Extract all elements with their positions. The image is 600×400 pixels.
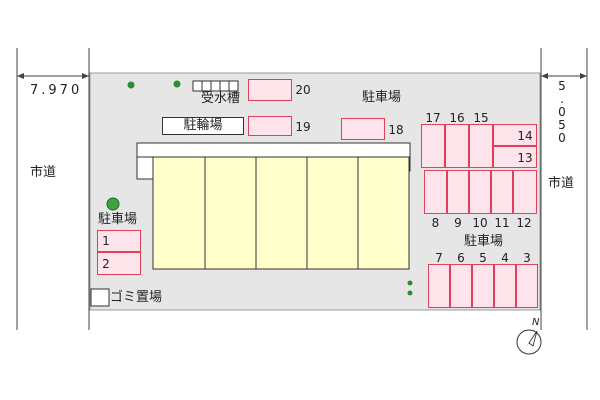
parking-space-11 <box>491 170 513 214</box>
parking-number-14: 14 <box>517 129 533 143</box>
west-parking-label: 駐車場 <box>98 212 138 227</box>
parking-space-5 <box>472 264 494 308</box>
garbage-box <box>90 288 110 307</box>
parking-number-1: 1 <box>102 234 110 248</box>
parking-number-15: 15 <box>473 111 489 125</box>
parking-space-9 <box>447 170 469 214</box>
parking-space-6 <box>450 264 472 308</box>
east-dimension-char: . <box>560 92 564 106</box>
parking-number-8: 8 <box>431 216 440 230</box>
parking-number-7: 7 <box>435 251 443 265</box>
unit-1 <box>152 156 206 270</box>
west-dimension-label: 7.970 <box>30 83 83 98</box>
water-tank-symbol <box>192 80 239 92</box>
bicycle-parking-label: 駐輪場 <box>162 117 244 135</box>
tree-icon <box>407 290 413 296</box>
east-dimension-char: 5 <box>558 79 566 93</box>
parking-number-3: 3 <box>523 251 531 265</box>
parking-number-10: 10 <box>472 216 488 230</box>
north-parking-label: 駐車場 <box>362 90 402 105</box>
east-dimension-char: 5 <box>558 118 566 132</box>
tree-icon <box>106 197 120 211</box>
parking-number-12: 12 <box>516 216 532 230</box>
parking-space-4 <box>494 264 516 308</box>
water-tank-label: 受水槽 <box>201 91 241 106</box>
parking-number-6: 6 <box>457 251 465 265</box>
unit-4 <box>306 156 359 270</box>
building-corridor <box>136 142 411 158</box>
parking-number-19: 19 <box>295 120 311 134</box>
tree-icon <box>173 80 181 88</box>
parking-space-3 <box>516 264 538 308</box>
parking-space-7 <box>428 264 450 308</box>
east-dimension-char: 0 <box>558 131 566 145</box>
north-compass-icon <box>516 329 542 355</box>
east-dimension-arrow-left <box>541 73 548 79</box>
unit-5 <box>357 156 410 270</box>
tree-icon <box>407 280 413 286</box>
tree-icon <box>127 81 135 89</box>
west-road-label: 市道 <box>30 165 57 180</box>
west-dimension-arrow-right <box>82 73 89 79</box>
parking-space-12 <box>513 170 537 214</box>
garbage-label: ゴミ置場 <box>110 290 163 305</box>
compass-north-label: N <box>532 317 540 328</box>
building-left-wing <box>136 156 154 180</box>
parking-number-2: 2 <box>102 257 110 271</box>
parking-space-1 <box>97 230 141 252</box>
parking-space-20 <box>248 79 292 101</box>
east-parking-label: 駐車場 <box>464 234 504 249</box>
parking-space-14 <box>493 124 537 146</box>
west-dimension-arrow-left <box>17 73 24 79</box>
parking-space-18 <box>341 118 385 140</box>
parking-number-17: 17 <box>425 111 441 125</box>
unit-3 <box>255 156 308 270</box>
parking-space-2 <box>97 252 141 275</box>
parking-number-20: 20 <box>295 83 311 97</box>
east-dimension-char: 0 <box>558 105 566 119</box>
parking-space-10 <box>469 170 491 214</box>
east-dimension-arrow-right <box>580 73 587 79</box>
parking-number-4: 4 <box>501 251 509 265</box>
parking-space-17 <box>421 124 445 168</box>
parking-number-11: 11 <box>494 216 510 230</box>
parking-space-16 <box>445 124 469 168</box>
parking-space-15 <box>469 124 493 168</box>
parking-space-8 <box>424 170 447 214</box>
parking-number-9: 9 <box>454 216 462 230</box>
parking-number-18: 18 <box>388 123 404 137</box>
parking-number-16: 16 <box>449 111 465 125</box>
parking-number-5: 5 <box>479 251 487 265</box>
parking-space-19 <box>248 116 292 136</box>
parking-number-13: 13 <box>517 151 533 165</box>
unit-2 <box>204 156 257 270</box>
parking-space-13 <box>493 146 537 168</box>
east-road-label: 市道 <box>548 176 575 191</box>
